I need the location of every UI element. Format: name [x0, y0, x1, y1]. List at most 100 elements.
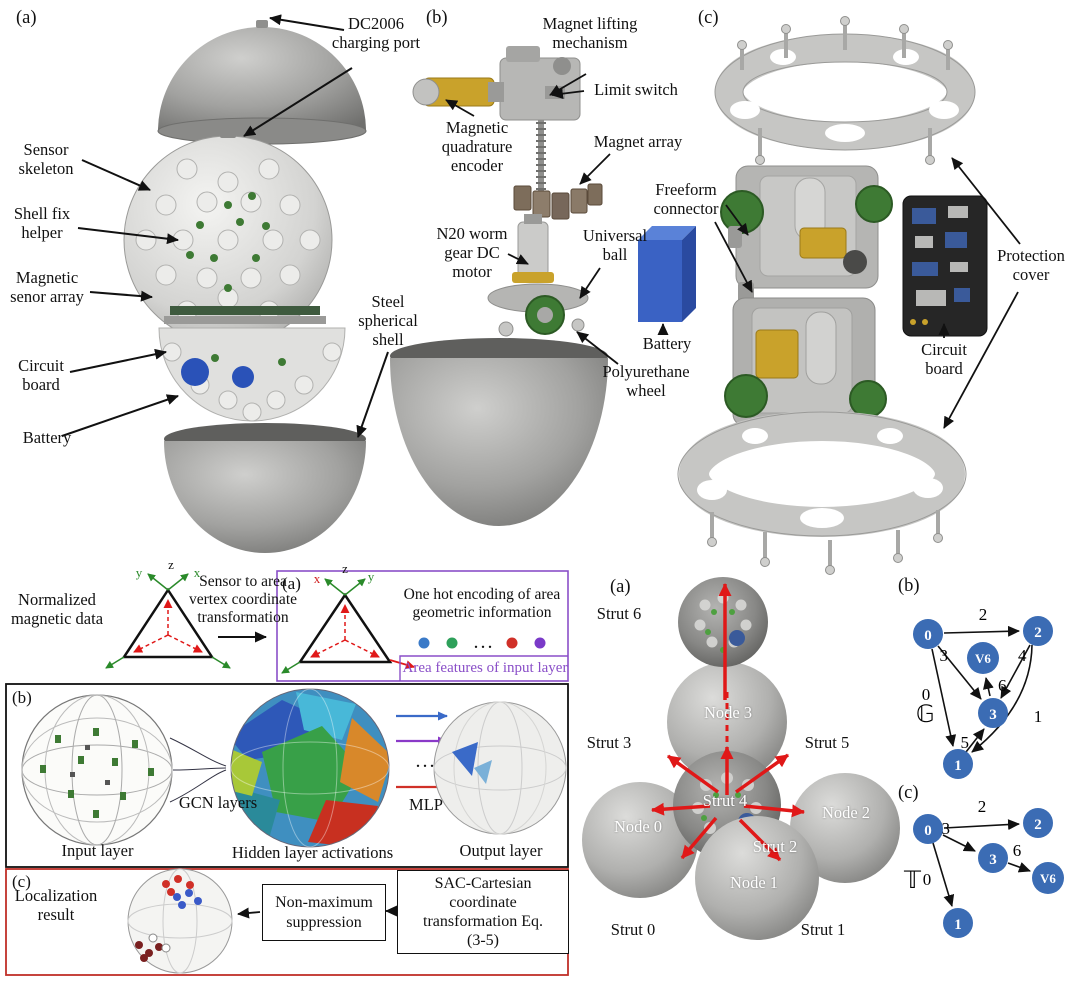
gcn-fanin-curves — [169, 737, 227, 803]
label-strut-6: Strut 6 — [596, 604, 642, 623]
pipeline-diagram — [5, 570, 569, 976]
graph-node-1: 1 — [954, 758, 962, 774]
axis-z-label-1: z — [168, 557, 174, 572]
panel-c-tag: (c) — [698, 8, 719, 28]
input-features-box — [276, 570, 569, 682]
circuit-board-render — [902, 195, 988, 337]
label-node-2: Node 2 — [821, 803, 871, 822]
label-steel-shell: Steel spherical shell — [358, 292, 418, 350]
pipeline-c-tag: (c) — [12, 872, 31, 891]
label-battery-b: Battery — [642, 334, 692, 353]
axis-y-label-2: y — [367, 569, 375, 584]
top-cover-screws — [740, 24, 950, 156]
magnetic-sensors-green — [186, 192, 270, 292]
label-polyurethane-wheel: Polyurethane wheel — [602, 362, 690, 401]
graph-edge-6: 6 — [998, 676, 1007, 695]
tree-node-0: 0 — [924, 823, 932, 839]
universal-ball-part — [498, 321, 514, 337]
label-n20-motor: N20 worm gear DC motor — [436, 224, 508, 282]
hidden-activation-sphere — [231, 689, 389, 847]
label-universal-ball: Universal ball — [582, 226, 648, 265]
node-assembly-render — [582, 577, 900, 940]
label-one-hot: One hot encoding of area geometric infor… — [403, 586, 561, 621]
gcn-box — [5, 683, 569, 868]
charging-port-knob — [256, 20, 268, 28]
top-cover-holes — [730, 49, 959, 142]
label-strut-2: Strut 2 — [752, 837, 798, 856]
label-strut-4: Strut 4 — [702, 791, 748, 810]
panel-a-arrows — [61, 14, 389, 438]
onehot-dot-red — [506, 637, 518, 649]
label-freeform-connector: Freeform connector — [653, 180, 719, 219]
label-hidden-activations: Hidden layer activations — [231, 843, 394, 862]
nms-box-text: Non-maximum suppression — [275, 894, 373, 931]
strut-graph: 2 3 4 6 0 1 5 0 2 V6 3 1 𝔾 — [913, 605, 1053, 779]
node3-sphere — [667, 662, 787, 782]
freeform-connector-part — [728, 226, 742, 248]
onehot-dot-green — [446, 637, 458, 649]
label-strut-0: Strut 0 — [610, 920, 656, 939]
input-sphere-sensors — [40, 728, 154, 818]
axis-y-label-1: y — [135, 565, 143, 580]
label-shell-fix-helper: Shell fix helper — [13, 204, 71, 243]
graph-b-tag: (b) — [898, 576, 920, 596]
label-encoder: Magnetic quadrature encoder — [441, 118, 513, 176]
graph-node-0: 0 — [924, 628, 932, 644]
label-charging-port: DC2006 charging port — [331, 14, 421, 53]
label-normalized-data: Normalized magnetic data — [10, 590, 104, 629]
panel-b-arrows — [445, 73, 669, 365]
chassis-render — [677, 16, 1021, 575]
tree-c-tag: (c) — [898, 783, 919, 803]
axis-x-label-1: x — [193, 565, 201, 580]
tree-edge-3: 3 — [942, 819, 951, 838]
panel-b-tag: (b) — [426, 8, 448, 28]
pipeline-a-tag: (a) — [282, 574, 301, 593]
mlp-ellipsis: ... — [415, 750, 437, 772]
label-localization-result: Localization result — [14, 886, 98, 925]
label-limit-switch: Limit switch — [594, 80, 678, 99]
label-input-layer: Input layer — [61, 841, 134, 860]
sac-box: SAC-Cartesian coordinate transformation … — [397, 870, 569, 954]
tree-symbol: 𝕋 — [903, 866, 922, 894]
onehot-ellipsis: ... — [473, 631, 495, 653]
label-node-1: Node 1 — [729, 873, 779, 892]
exploded-view-render — [61, 14, 389, 553]
label-mlp: MLP — [409, 795, 443, 814]
tree-node-1: 1 — [954, 917, 962, 933]
label-magnet-array: Magnet array — [593, 132, 683, 151]
label-output-layer: Output layer — [459, 841, 543, 860]
assembly-a-tag: (a) — [610, 577, 631, 597]
label-strut-5: Strut 5 — [804, 733, 850, 752]
graph-edge-0: 0 — [922, 685, 931, 704]
graph-edge-1: 1 — [1034, 707, 1043, 726]
label-area-features: Area features of input layer — [402, 660, 568, 676]
node1-sphere — [695, 816, 819, 940]
tree-edge-0: 0 — [923, 870, 932, 889]
node2-sphere — [790, 773, 900, 883]
onehot-dot-purple — [534, 637, 546, 649]
label-gcn-layers: GCN layers — [178, 793, 258, 812]
sac-box-text: SAC-Cartesian coordinate transformation … — [423, 874, 543, 950]
nms-box: Non-maximum suppression — [262, 884, 386, 941]
result-dots-red — [162, 875, 194, 896]
magnet-array-part — [513, 183, 603, 220]
panel-c-arrows — [714, 157, 1021, 429]
label-battery-a: Battery — [22, 428, 72, 447]
bottom-cover-holes — [697, 428, 943, 528]
encoder-disc — [412, 78, 440, 106]
label-strut-1: Strut 1 — [800, 920, 846, 939]
label-magnetic-sensor-array: Magnetic senor array — [10, 268, 84, 307]
axis-x-label-2: x — [313, 571, 321, 586]
panel-a-tag: (a) — [16, 8, 37, 28]
label-strut-3: Strut 3 — [586, 733, 632, 752]
label-circuit-board-c: Circuit board — [921, 340, 967, 379]
label-circuit-board-a: Circuit board — [18, 356, 64, 395]
label-node-3: Node 3 — [703, 703, 753, 722]
axis-z-label-2: z — [342, 561, 348, 576]
label-magnet-lifting: Magnet lifting mechanism — [542, 14, 638, 53]
tree-edge-6: 6 — [1013, 841, 1022, 860]
battery-cell-visible — [181, 358, 209, 386]
label-sensor-skeleton: Sensor skeleton — [18, 140, 74, 179]
